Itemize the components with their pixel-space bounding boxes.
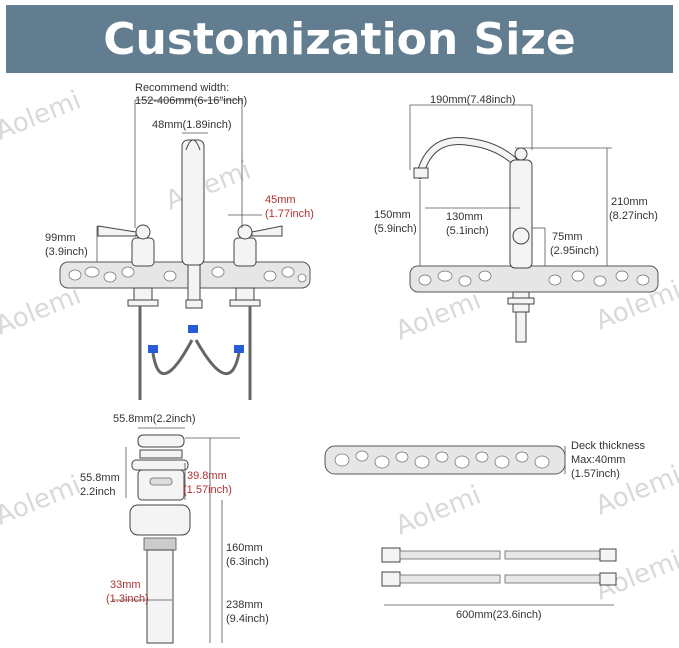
deck-slab xyxy=(409,265,659,293)
side-faucet-body xyxy=(509,159,533,269)
watermark: Aolemi xyxy=(391,285,485,346)
spout-height-in: (5.9inch) xyxy=(374,223,417,235)
hose-1 xyxy=(399,550,501,560)
drain-total-in: (9.4inch) xyxy=(226,613,269,625)
drain-dia-in: (1.3inch) xyxy=(106,593,149,605)
left-lever xyxy=(97,225,137,237)
watermark: Aolemi xyxy=(391,480,485,541)
drain-cap-in: 2.2inch xyxy=(80,486,115,498)
deck-thickness-title: Deck thickness xyxy=(571,440,645,452)
drain-nut xyxy=(129,504,191,536)
drain-pipe-in: (6.3inch) xyxy=(226,556,269,568)
spout-body xyxy=(181,139,205,266)
handle-height-mm: 45mm xyxy=(265,194,296,206)
drain-total-mm: 238mm xyxy=(226,599,263,611)
spout-reach-mm: 130mm xyxy=(446,211,483,223)
spout-shank xyxy=(187,264,201,301)
watermarks: Aolemi Aolemi Aolemi Aolemi Aolemi Aolem… xyxy=(0,85,679,606)
recommend-width-label: Recommend width: xyxy=(135,82,229,94)
watermark: Aolemi xyxy=(161,155,255,216)
hose-connector-icon xyxy=(188,325,198,333)
pop-up-drain xyxy=(112,427,240,644)
spout-width-label: 48mm(1.89inch) xyxy=(152,119,231,131)
left-handle-body xyxy=(131,237,155,267)
drain-tailpiece xyxy=(146,549,174,644)
faucet-front-view xyxy=(59,99,311,400)
faucet-side-view xyxy=(409,104,659,343)
watermark: Aolemi xyxy=(0,85,85,146)
page-title: Customization Size xyxy=(103,13,576,65)
drain-cap xyxy=(137,434,185,448)
height-total-mm: 210mm xyxy=(611,196,648,208)
watermark: Aolemi xyxy=(0,470,85,531)
handle-base-in: (2.95inch) xyxy=(550,245,599,257)
hose-length-label: 600mm(23.6inch) xyxy=(456,609,542,621)
recommend-width-value: 152-406mm(6-16"inch) xyxy=(135,95,247,107)
height-total-in: (8.27inch) xyxy=(609,210,658,222)
drain-dia-mm: 33mm xyxy=(110,579,141,591)
drain-body-mm: 39.8mm xyxy=(187,470,227,482)
spout-reach-in: (5.1inch) xyxy=(446,225,489,237)
watermark: Aolemi xyxy=(0,280,85,341)
spout-height-mm: 150mm xyxy=(374,209,411,221)
right-lever xyxy=(251,225,283,237)
deck-thickness-max: Max:40mm xyxy=(571,454,625,466)
handle-height-in: (1.77inch) xyxy=(265,208,314,220)
hose-connector-icon xyxy=(148,345,158,353)
handle-total-in: (3.9inch) xyxy=(45,246,88,258)
supply-hoses xyxy=(381,547,617,606)
deck-thickness-view xyxy=(324,445,566,475)
drain-pipe-mm: 160mm xyxy=(226,542,263,554)
drain-cap-mm: 55.8mm xyxy=(80,472,120,484)
right-handle-body xyxy=(233,237,257,267)
drain-top-width: 55.8mm(2.2inch) xyxy=(113,413,196,425)
hose-connector-icon xyxy=(234,345,244,353)
handle-base-mm: 75mm xyxy=(552,231,583,243)
hose-2 xyxy=(399,574,501,584)
reach-width-label: 190mm(7.48inch) xyxy=(430,94,516,106)
title-banner: Customization Size xyxy=(6,5,673,73)
deck-thickness-in: (1.57inch) xyxy=(571,468,620,480)
handle-total-mm: 99mm xyxy=(45,232,76,244)
drain-body-in: (1.57inch) xyxy=(183,484,232,496)
